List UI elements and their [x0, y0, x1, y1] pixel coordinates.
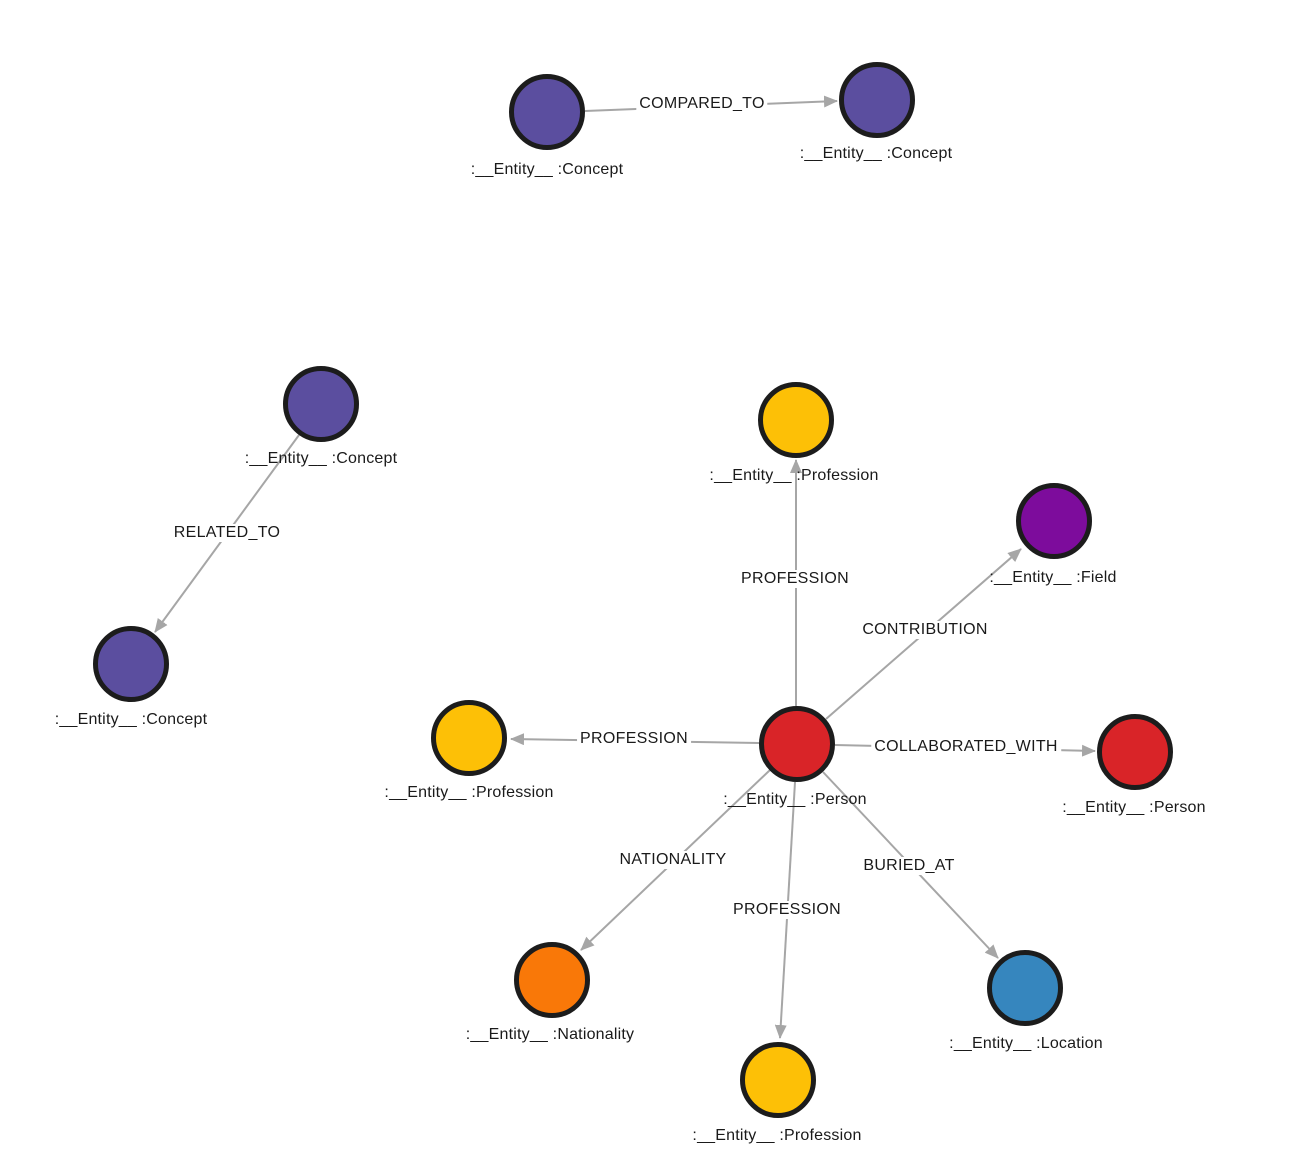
edge-label-profession-top[interactable]: PROFESSION: [738, 570, 852, 588]
edge-label-buried-at[interactable]: BURIED_AT: [860, 857, 958, 875]
node-concept-2[interactable]: [839, 62, 915, 138]
node-location[interactable]: [987, 950, 1063, 1026]
node-label-concept-1: :__Entity__ :Concept: [470, 161, 624, 178]
edge-label-contribution[interactable]: CONTRIBUTION: [859, 621, 991, 639]
node-nationality[interactable]: [514, 942, 590, 1018]
node-profession-2[interactable]: [740, 1042, 816, 1118]
node-concept-3[interactable]: [283, 366, 359, 442]
node-label-concept-4: :__Entity__ :Concept: [54, 711, 208, 728]
node-label-location: :__Entity__ :Location: [949, 1035, 1103, 1052]
node-label-person-2: :__Entity__ :Person: [1062, 799, 1206, 816]
edge-label-profession-left[interactable]: PROFESSION: [577, 730, 691, 748]
edge-label-nationality[interactable]: NATIONALITY: [616, 851, 730, 869]
node-label-person-main: :__Entity__ :Person: [723, 791, 867, 808]
edge-label-related-to[interactable]: RELATED_TO: [170, 524, 284, 542]
node-field[interactable]: [1016, 483, 1092, 559]
node-label-concept-3: :__Entity__ :Concept: [244, 450, 398, 467]
node-label-concept-2: :__Entity__ :Concept: [799, 145, 953, 162]
node-concept-4[interactable]: [93, 626, 169, 702]
node-label-nationality: :__Entity__ :Nationality: [465, 1026, 635, 1043]
node-profession-1[interactable]: [758, 382, 834, 458]
node-person-2[interactable]: [1097, 714, 1173, 790]
edge-label-profession-bottom[interactable]: PROFESSION: [730, 901, 844, 919]
node-label-field: :__Entity__ :Field: [989, 569, 1117, 586]
node-label-profession-3: :__Entity__ :Profession: [384, 784, 554, 801]
node-profession-3[interactable]: [431, 700, 507, 776]
node-label-profession-2: :__Entity__ :Profession: [692, 1127, 862, 1144]
node-label-profession-1: :__Entity__ :Profession: [709, 467, 879, 484]
node-person-main[interactable]: [759, 706, 835, 782]
edge-label-collaborated-with[interactable]: COLLABORATED_WITH: [871, 738, 1061, 756]
node-concept-1[interactable]: [509, 74, 585, 150]
edge-label-compared-to[interactable]: COMPARED_TO: [636, 95, 768, 113]
